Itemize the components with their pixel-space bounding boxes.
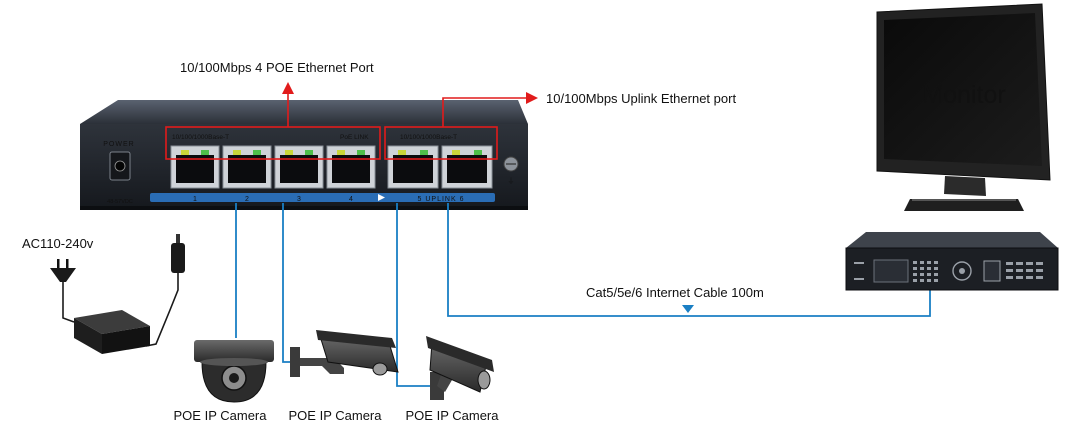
poe-group-label: 10/100/1000Base-T xyxy=(172,134,229,141)
cable-direction-arrow-icon xyxy=(682,305,694,313)
monitor-label: Monitor xyxy=(922,81,1005,109)
uplink-arrow-icon xyxy=(378,194,385,201)
power-input-label: AC110-240v xyxy=(22,236,94,251)
switch-bottom-edge xyxy=(80,206,528,210)
poe-port-1[interactable] xyxy=(170,145,220,189)
dc-spec-label: 48-57VDC xyxy=(107,199,133,205)
poe-port-2[interactable] xyxy=(222,145,272,189)
nvr-nav-pad-icon xyxy=(952,261,972,281)
port-number-strip xyxy=(150,193,495,202)
bullet-camera-2 xyxy=(426,336,494,400)
camera-2-hood xyxy=(316,330,396,348)
poe-ports-label: 10/100Mbps 4 POE Ethernet Port xyxy=(180,60,374,75)
uplink-number-label: 5 UPLINK 6 xyxy=(418,196,465,203)
camera-3-label: POE IP Camera xyxy=(406,408,500,423)
dome-base xyxy=(194,340,274,362)
nvr-top xyxy=(846,232,1058,248)
cable-port-5-camera-3 xyxy=(396,203,430,387)
ground-symbol-icon: ⏚ xyxy=(508,177,515,185)
uplink-callout-arrow-icon xyxy=(526,92,538,104)
nvr-display xyxy=(873,259,909,283)
monitor-stand-neck xyxy=(944,176,986,196)
camera-3-lens-icon xyxy=(477,370,491,390)
camera-2-wall-plate xyxy=(290,347,300,377)
cable-label: Cat5/5e/6 Internet Cable 100m xyxy=(586,285,764,300)
monitor-screen xyxy=(884,13,1042,166)
nvr-jog-window xyxy=(983,260,1001,282)
switch-top xyxy=(80,100,528,124)
poe-port-highlight-box xyxy=(165,126,381,160)
poe-port-callout xyxy=(165,82,381,160)
cable-uplink-nvr xyxy=(447,203,931,317)
power-cords xyxy=(62,273,179,347)
port-3-number: 3 xyxy=(297,196,301,203)
ac-plug xyxy=(50,259,76,282)
camera-1-label: POE IP Camera xyxy=(174,408,268,423)
port-1-number: 1 xyxy=(193,196,197,203)
cables xyxy=(235,203,931,387)
poe-port-4[interactable] xyxy=(326,145,376,189)
power-adapter xyxy=(74,310,150,354)
poe-link-label: PoE LINK xyxy=(340,134,369,141)
nvr-recorder xyxy=(845,232,1059,291)
dome-rim xyxy=(200,358,268,366)
camera-2-lens-icon xyxy=(372,362,388,376)
nvr-button-grid xyxy=(913,261,938,282)
uplink-port-5[interactable] xyxy=(387,145,439,189)
adapter-side xyxy=(102,326,150,354)
camera-2-label: POE IP Camera xyxy=(289,408,383,423)
monitor xyxy=(876,3,1051,211)
adapter-top xyxy=(74,310,150,334)
camera-3-hood xyxy=(426,336,494,372)
uplink-port-6[interactable] xyxy=(441,145,493,189)
adapter-front xyxy=(74,318,102,354)
dc-plug-icon xyxy=(171,243,185,273)
poe-switch: POWER 48-57VDC 10/100/1000Base-T PoE LIN… xyxy=(80,100,528,210)
port-2-number: 2 xyxy=(245,196,249,203)
port-4-number: 4 xyxy=(349,196,353,203)
dome-camera xyxy=(194,340,274,403)
nvr-channel-buttons xyxy=(1006,262,1043,279)
ac-plug-icon xyxy=(50,268,76,282)
dc-plug xyxy=(171,234,185,273)
poe-port-3[interactable] xyxy=(274,145,324,189)
cable-port-3-camera-2 xyxy=(282,203,298,363)
power-jack-hole xyxy=(114,160,126,172)
uplink-port-callout xyxy=(384,92,538,160)
uplink-group-label: 10/100/1000Base-T xyxy=(400,134,457,141)
monitor-base-highlight xyxy=(912,199,1016,201)
bullet-camera-1 xyxy=(290,330,399,377)
poe-callout-arrow-icon xyxy=(282,82,294,94)
uplink-port-label: 10/100Mbps Uplink Ethernet port xyxy=(546,91,736,106)
monitor-stand-base xyxy=(904,199,1024,211)
power-label: POWER xyxy=(103,141,134,148)
uplink-port-highlight-box xyxy=(384,126,498,160)
